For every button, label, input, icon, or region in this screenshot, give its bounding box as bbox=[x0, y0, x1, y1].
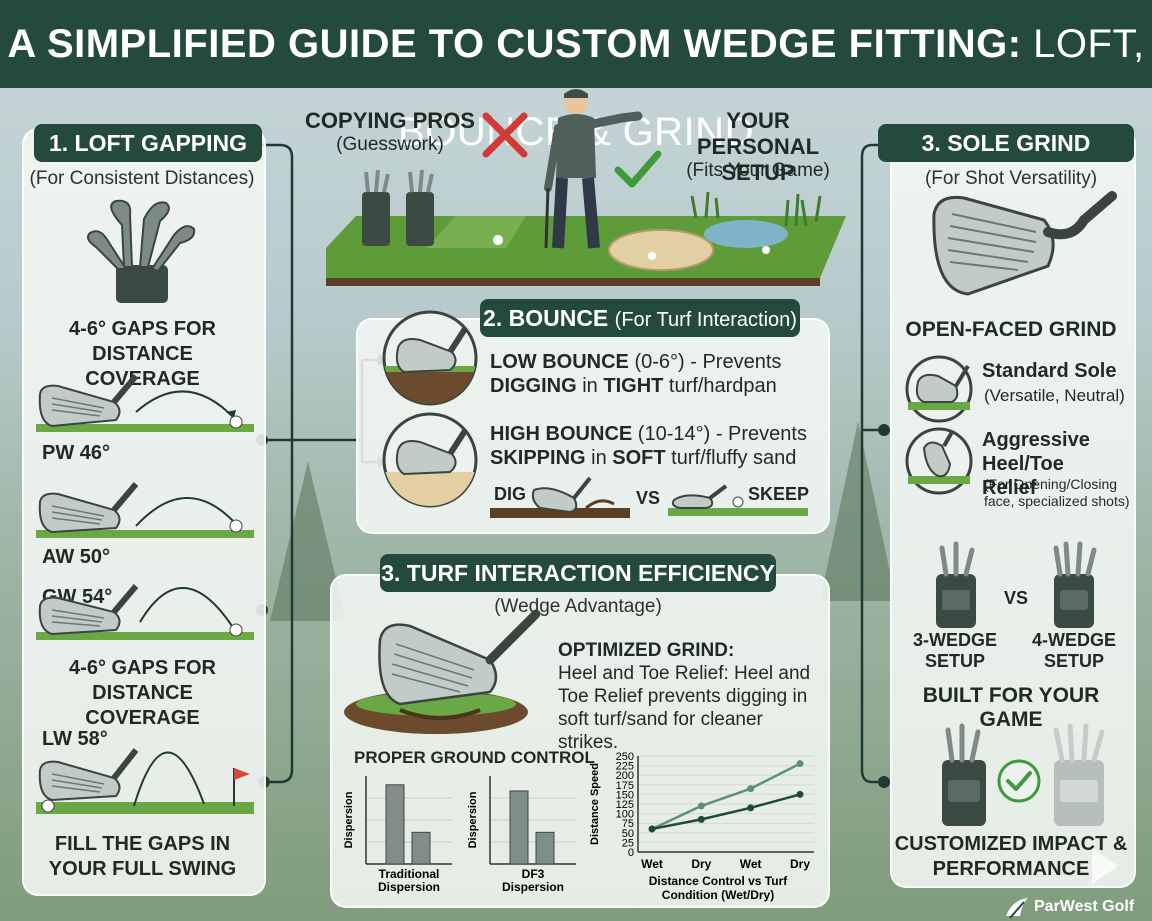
skeep-label: SKEEP bbox=[748, 484, 810, 504]
check-icon bbox=[614, 150, 662, 188]
y-tick-label: 125 bbox=[616, 799, 634, 811]
course-scene bbox=[326, 89, 846, 286]
bar bbox=[411, 831, 431, 865]
four-wedge-bag-icon bbox=[1053, 541, 1097, 628]
three-wedge-bag-icon bbox=[936, 541, 976, 628]
y-axis-label: Dispersion bbox=[467, 791, 479, 848]
low-bounce-icon bbox=[382, 310, 478, 406]
series-line bbox=[651, 793, 801, 831]
sole-grind-header: 3. SOLE GRIND bbox=[878, 124, 1134, 162]
y-tick-label: 225 bbox=[616, 761, 634, 773]
pw-label: PW 46° bbox=[42, 442, 111, 464]
x-tick-label: Wet bbox=[740, 857, 762, 871]
wedge-bag-icon bbox=[87, 199, 196, 303]
bounce-header: 2. BOUNCE (For Turf Interaction) bbox=[480, 299, 800, 337]
next-chevron-icon[interactable] bbox=[1088, 846, 1122, 886]
gaps-label-mid: 4-6° GAPS FOR DISTANCE COVERAGE bbox=[69, 657, 216, 729]
aggressive-relief-label: Aggressive Heel/Toe Relief bbox=[982, 429, 1090, 499]
ground-control-chart-title: PROPER GROUND CONTROL bbox=[354, 748, 595, 767]
dig-vs-skeep-illustration bbox=[490, 476, 808, 518]
setup-vs-label: VS bbox=[1004, 588, 1029, 608]
bounce-vs-label: VS bbox=[636, 488, 661, 508]
optimized-grind-title: OPTIMIZED GRIND: bbox=[558, 640, 735, 661]
open-faced-grind-label: OPEN-FACED GRIND bbox=[905, 318, 1117, 341]
heel-toe-relief-icon bbox=[905, 427, 973, 495]
aggressive-relief-sub: (For Opening/Closing face, specialized s… bbox=[984, 476, 1130, 509]
bar bbox=[535, 831, 555, 865]
approved-check-icon bbox=[997, 759, 1041, 803]
copying-pros-label: COPYING PROS bbox=[305, 108, 475, 133]
data-point bbox=[796, 760, 804, 768]
personal-setup-label: YOUR PERSONAL SETUP bbox=[696, 108, 820, 185]
page-title: A SIMPLIFIED GUIDE TO CUSTOM WEDGE FITTI… bbox=[0, 0, 1152, 154]
fitted-bag-icon bbox=[942, 723, 986, 826]
y-tick-label: 75 bbox=[622, 818, 634, 830]
lw-label: LW 58° bbox=[42, 728, 108, 750]
bar bbox=[385, 784, 405, 865]
bar bbox=[509, 790, 529, 865]
optimized-grind-text: Heel and Toe Relief: Heel and Toe Relief… bbox=[558, 663, 811, 753]
data-point bbox=[697, 802, 705, 810]
x-axis-label: Dispersion bbox=[378, 880, 440, 894]
data-point bbox=[747, 804, 755, 812]
y-tick-label: 200 bbox=[616, 770, 634, 782]
gw-wedge-shot bbox=[36, 584, 254, 640]
open-face-wedge-icon bbox=[932, 191, 1117, 296]
wedge-in-turf-icon bbox=[344, 609, 541, 734]
standard-sole-label: Standard Sole bbox=[982, 360, 1117, 382]
y-tick-label: 150 bbox=[616, 789, 634, 801]
high-bounce-text: HIGH BOUNCE (10-14°) - Prevents SKIPPING… bbox=[490, 423, 807, 469]
x-tick-label: Dry bbox=[691, 857, 711, 871]
y-tick-label: 175 bbox=[616, 780, 634, 792]
generic-bag-icon bbox=[1053, 723, 1105, 826]
fits-your-game-label: (Fits Your Game) bbox=[686, 160, 830, 181]
data-point bbox=[796, 790, 804, 798]
y-tick-label: 25 bbox=[622, 837, 634, 849]
y-tick-label: 0 bbox=[628, 847, 634, 859]
loft-gapping-header: 1. LOFT GAPPING bbox=[34, 124, 262, 162]
aw-wedge-shot bbox=[36, 482, 254, 538]
x-axis-label: Traditional bbox=[379, 867, 440, 881]
three-wedge-label: 3-WEDGE SETUP bbox=[912, 630, 997, 671]
y-tick-label: 250 bbox=[616, 751, 634, 763]
customized-impact-label: CUSTOMIZED IMPACT & PERFORMANCE bbox=[894, 833, 1128, 880]
y-axis-label: Distance Speed bbox=[589, 763, 601, 845]
sole-grind-subtitle: (For Shot Versatility) bbox=[924, 168, 1098, 189]
x-axis-label: Dispersion bbox=[502, 880, 564, 894]
gaps-label-top: 4-6° GAPS FOR DISTANCE COVERAGE bbox=[69, 318, 216, 390]
low-bounce-text: LOW BOUNCE (0-6°) - Prevents DIGGING in … bbox=[490, 351, 782, 397]
data-point bbox=[747, 785, 755, 793]
brand-logo-icon bbox=[1006, 898, 1028, 919]
four-wedge-label: 4-WEDGE SETUP bbox=[1031, 630, 1116, 671]
y-tick-label: 100 bbox=[616, 809, 634, 821]
standard-sole-icon bbox=[905, 355, 973, 423]
lw-wedge-shot bbox=[36, 748, 254, 814]
y-tick-label: 50 bbox=[622, 828, 634, 840]
background-tree bbox=[820, 421, 896, 601]
data-point bbox=[697, 815, 705, 823]
x-axis-label: DF3 bbox=[522, 867, 545, 881]
turf-efficiency-header: 3. TURF INTERACTION EFFICIENCY bbox=[380, 554, 776, 592]
loft-gapping-subtitle: (For Consistent Distances) bbox=[29, 168, 255, 189]
data-point bbox=[648, 825, 656, 833]
series-line bbox=[651, 762, 801, 831]
aw-label: AW 50° bbox=[42, 546, 111, 568]
x-tick-label: Dry bbox=[790, 857, 810, 871]
x-axis-label: Distance Control vs Turf bbox=[649, 874, 788, 888]
built-for-game-label: BUILT FOR YOUR GAME bbox=[922, 684, 1100, 731]
wrong-x-icon bbox=[482, 112, 528, 158]
high-bounce-icon bbox=[382, 412, 478, 508]
y-axis-label: Dispersion bbox=[343, 791, 355, 848]
brand-name: ParWest Golf bbox=[1034, 898, 1135, 915]
dig-label: DIG bbox=[494, 484, 527, 504]
x-tick-label: Wet bbox=[641, 857, 663, 871]
pw-wedge-shot bbox=[36, 374, 254, 432]
guesswork-label: (Guesswork) bbox=[336, 134, 444, 155]
x-axis-label: Condition (Wet/Dry) bbox=[662, 888, 774, 902]
fill-gaps-label: FILL THE GAPS IN YOUR FULL SWING bbox=[48, 833, 237, 880]
standard-sole-sub: (Versatile, Neutral) bbox=[984, 386, 1125, 405]
